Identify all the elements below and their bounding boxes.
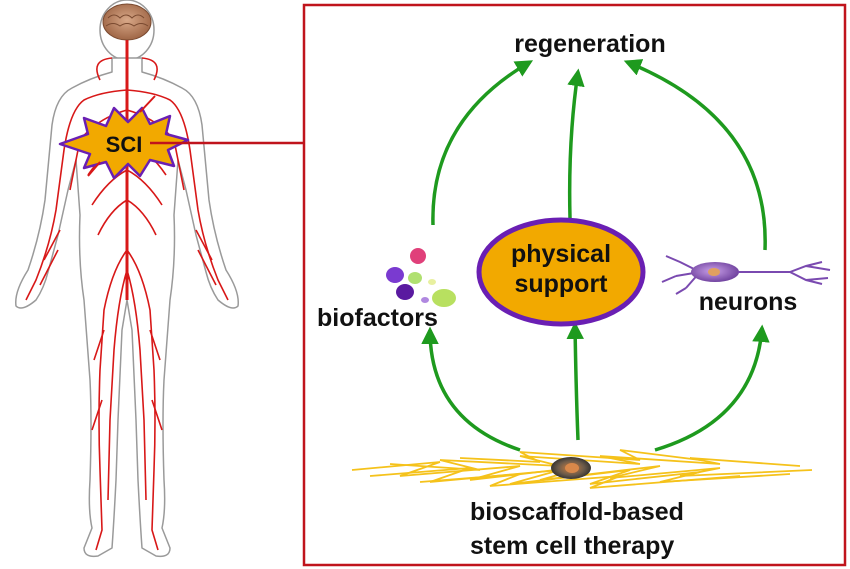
arrows <box>421 59 770 452</box>
arrow-biofactors-to-regeneration <box>431 60 534 226</box>
neurons-label: neurons <box>699 288 798 316</box>
physical-support-line2: support <box>514 270 608 298</box>
stem-cell-icon <box>551 457 591 479</box>
regeneration-label: regeneration <box>514 30 665 58</box>
physical-support-ellipse <box>476 217 646 327</box>
biofactors-label: biofactors <box>317 304 438 332</box>
human-body-figure: SCI <box>15 0 239 558</box>
neuron-icon <box>661 255 831 295</box>
arrow-support-to-regeneration <box>567 68 585 219</box>
physical-support-line1: physical <box>511 240 611 268</box>
peripheral-nerves <box>25 57 229 551</box>
burst-badge <box>58 106 190 180</box>
physical-support-node: physical support <box>476 217 646 327</box>
biofactor-molecules-icon <box>386 248 456 307</box>
detail-frame <box>302 3 847 567</box>
arrow-therapy-to-biofactors <box>421 326 521 452</box>
brain-icon <box>102 3 152 41</box>
therapy-label-line1: bioscaffold-based <box>470 498 684 526</box>
sci-label: SCI <box>106 132 143 157</box>
arrow-neurons-to-regeneration <box>623 59 767 251</box>
arrow-therapy-to-neurons <box>654 324 770 452</box>
arrow-therapy-to-support <box>566 321 584 441</box>
therapy-label-line2: stem cell therapy <box>470 532 674 560</box>
